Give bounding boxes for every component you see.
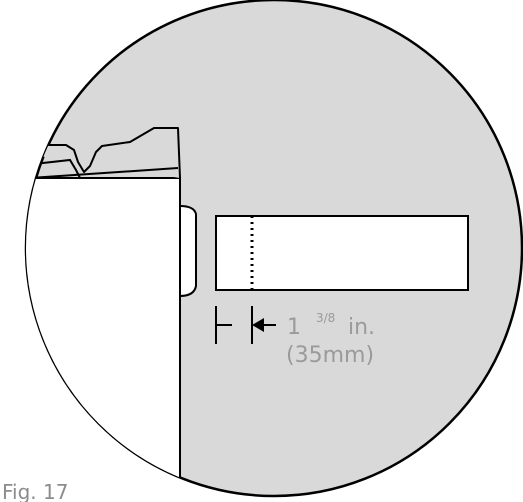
inserted-strip: [215, 215, 469, 291]
dimension-unit: in.: [348, 315, 375, 340]
housing-top-step: [29, 167, 179, 179]
housing-inner-ledge: [26, 158, 81, 179]
dimension-metric: (35mm): [286, 343, 374, 368]
dimension-arrowhead: [252, 318, 264, 332]
housing-body: [26, 177, 181, 496]
dimension-fraction: 3/8: [316, 311, 335, 325]
housing-flange: [179, 205, 197, 297]
dimension-whole: 1: [287, 315, 301, 340]
figure-caption: Fig. 17: [2, 480, 68, 502]
